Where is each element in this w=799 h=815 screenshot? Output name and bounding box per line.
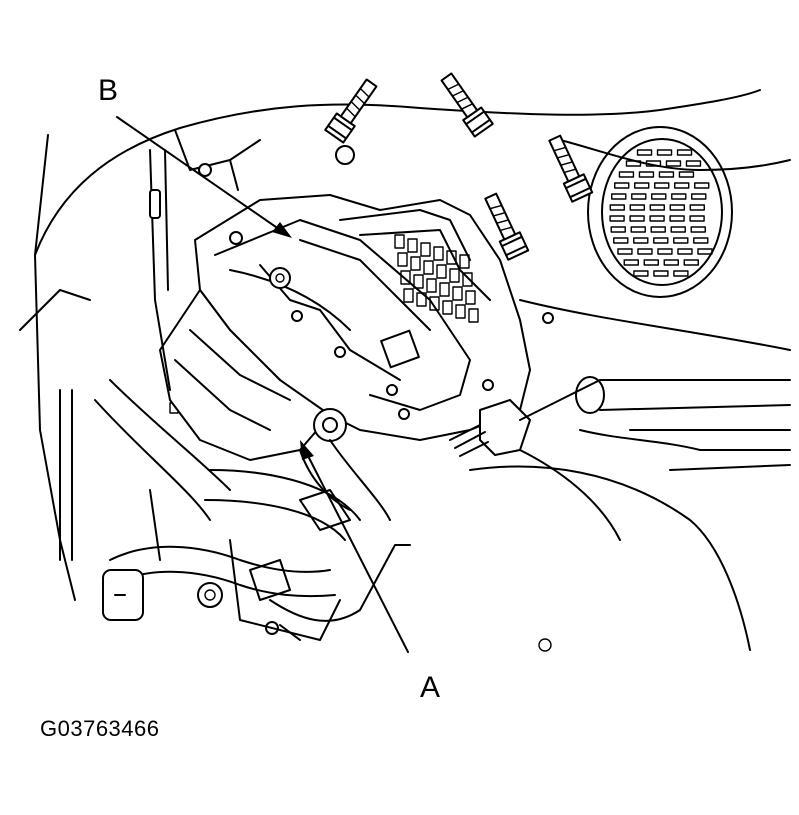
grille-slot	[658, 171, 675, 178]
grille-slot	[689, 215, 705, 222]
grille-slot	[638, 171, 655, 178]
housing-rib	[403, 288, 414, 303]
housing-rib	[410, 256, 421, 271]
housing-rib	[455, 304, 466, 319]
grille-slot	[613, 237, 629, 244]
housing-rib	[416, 292, 427, 307]
housing-rib	[442, 300, 453, 315]
housing-rib	[462, 272, 473, 287]
housing-rib	[413, 274, 424, 289]
callout-b: B	[98, 74, 118, 107]
grille-slot	[694, 182, 710, 189]
grille-slot	[653, 237, 669, 244]
grille-slot	[649, 204, 665, 211]
grille-slot	[609, 215, 625, 222]
grille-slot	[697, 248, 713, 255]
grille-slot	[690, 226, 706, 233]
grille-slot	[677, 248, 693, 255]
grille-slot	[685, 160, 702, 167]
housing-rib	[468, 308, 479, 323]
leader-lines	[116, 116, 409, 653]
grille-slot	[645, 160, 662, 167]
grille-slot	[654, 182, 670, 189]
housing-rib	[459, 254, 470, 269]
grille-slot	[614, 182, 630, 189]
housing-rib	[423, 260, 434, 275]
grille-slot	[643, 259, 659, 266]
grille-slot	[633, 237, 649, 244]
grille-slot	[669, 215, 685, 222]
grille-slot	[618, 171, 635, 178]
grille-slot	[683, 259, 699, 266]
housing-rib	[436, 264, 447, 279]
grille-slot	[689, 204, 705, 211]
dashboard-outline	[19, 89, 791, 652]
housing-rib	[433, 246, 444, 261]
callout-a: A	[420, 671, 440, 704]
grille-slot	[653, 270, 669, 277]
housing-rib	[449, 268, 460, 283]
grille-slot	[631, 193, 647, 200]
grille-slot	[633, 270, 649, 277]
grille-slot	[629, 215, 645, 222]
grille-slot	[629, 204, 645, 211]
housing-rib	[407, 238, 418, 253]
grille-slot	[669, 204, 685, 211]
grille-slot	[625, 160, 642, 167]
housing-rib	[426, 278, 437, 293]
steering-column-assembly	[159, 194, 601, 461]
grille-slot	[623, 259, 639, 266]
grille-slot	[617, 248, 633, 255]
grille-slot	[609, 204, 625, 211]
grille-slot	[673, 237, 689, 244]
lower-components	[59, 149, 411, 641]
housing-rib	[429, 296, 440, 311]
grille-slot	[610, 226, 626, 233]
housing-rib	[400, 270, 411, 285]
grille-slot	[674, 182, 690, 189]
grille-slot	[676, 149, 693, 156]
housing-rib	[397, 252, 408, 267]
housing-rib	[439, 282, 450, 297]
grille-slot	[649, 215, 665, 222]
grille-slot	[670, 226, 686, 233]
grille-slot	[657, 248, 673, 255]
bolt-icon-group	[198, 72, 594, 261]
grille-slot	[634, 182, 650, 189]
grille-slot	[636, 149, 653, 156]
housing-rib	[420, 242, 431, 257]
housing-rib	[465, 290, 476, 305]
grille-slot	[650, 226, 666, 233]
housing-rib	[446, 250, 457, 265]
housing-rib	[452, 286, 463, 301]
grille-slot	[637, 248, 653, 255]
grille-slot	[693, 237, 709, 244]
grille-slot	[691, 193, 707, 200]
grille-slot	[651, 193, 667, 200]
grille-slot	[665, 160, 682, 167]
figure-id: G03763466	[40, 716, 160, 741]
grille-slot	[611, 193, 627, 200]
housing-rib	[394, 234, 405, 249]
grille-slot	[630, 226, 646, 233]
grille-slot	[671, 193, 687, 200]
grille-slot	[656, 149, 673, 156]
grille-slot	[673, 270, 689, 277]
grille-slot	[678, 171, 695, 178]
speaker-grille	[587, 126, 733, 298]
grille-slot	[663, 259, 679, 266]
